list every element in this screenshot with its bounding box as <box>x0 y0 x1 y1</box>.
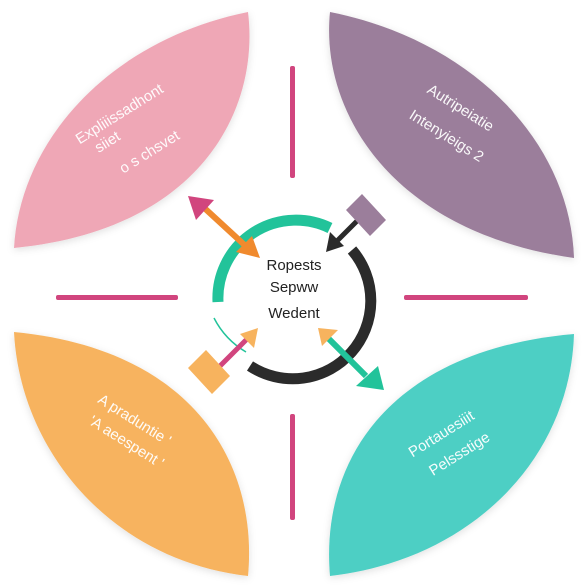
center-label-1: Ropests <box>266 257 321 274</box>
petal-top-left <box>14 12 250 248</box>
ring-arc-green <box>212 214 333 303</box>
arrow-top-left <box>188 196 260 258</box>
petal-top-right <box>329 12 574 258</box>
divider-top <box>290 66 295 178</box>
divider-right <box>404 295 528 300</box>
ring-arc-thin <box>213 317 247 353</box>
divider-left <box>56 295 178 300</box>
petal-bottom-right <box>329 334 574 576</box>
arrow-top-right <box>326 194 386 252</box>
center-label-2: Sepww <box>270 279 319 296</box>
ring-arc-dark <box>246 246 377 385</box>
center-label-3: Wedent <box>268 305 320 322</box>
center-ring <box>212 214 377 385</box>
divider-bottom <box>290 414 295 520</box>
arrow-bottom-left <box>188 328 258 394</box>
arrow-bottom-right <box>318 328 384 390</box>
petal-bottom-left <box>14 332 250 576</box>
